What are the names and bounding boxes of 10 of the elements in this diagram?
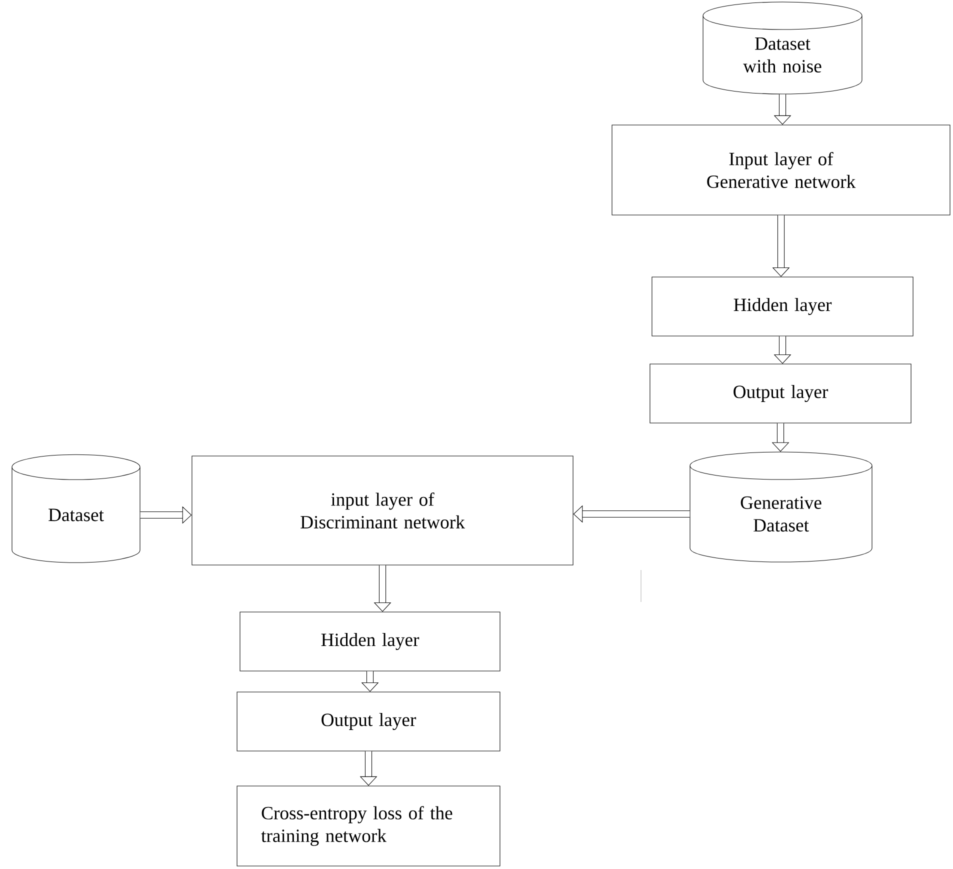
process-box: Hidden layer (240, 612, 500, 672)
process-box: Cross-entropy loss of the training network (236, 786, 500, 866)
database-cylinder: Generative Dataset (690, 452, 872, 562)
database-cylinder: Dataset with noise (702, 2, 862, 94)
process-box: Input layer of Generative network (612, 124, 950, 216)
process-box: input layer of Discriminant network (192, 456, 574, 566)
process-box: Hidden layer (652, 276, 914, 336)
database-cylinder: Dataset (12, 454, 140, 563)
process-box: Output layer (650, 364, 912, 424)
process-box: Output layer (236, 692, 500, 752)
